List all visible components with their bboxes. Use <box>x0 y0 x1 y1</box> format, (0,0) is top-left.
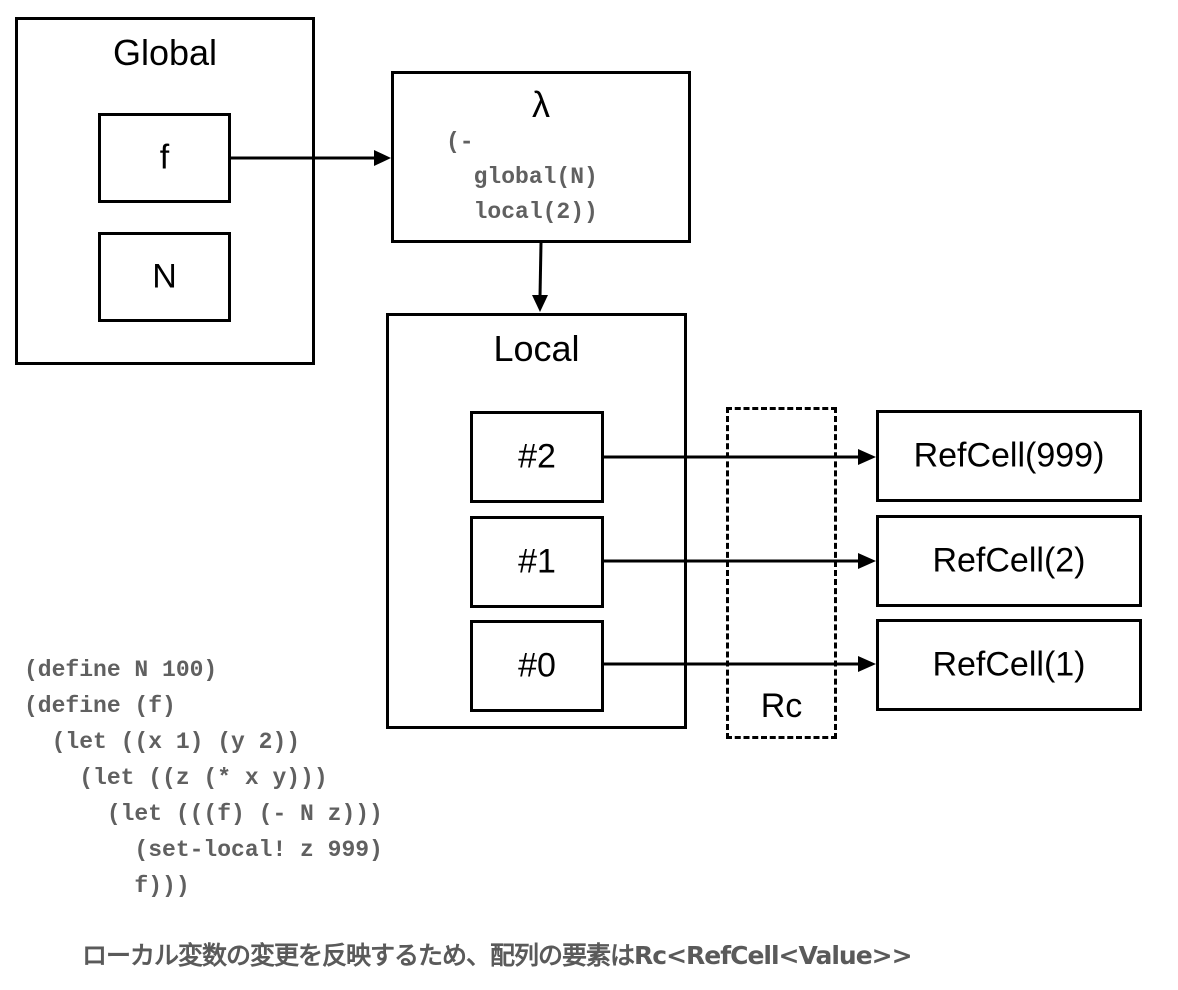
local-slot-0-label: #0 <box>518 646 556 685</box>
code-line: f))) <box>24 873 190 899</box>
refcell-1: RefCell(1) <box>876 619 1142 711</box>
global-cell-n-label: N <box>152 257 177 296</box>
code-line: (set-local! z 999) <box>24 837 383 863</box>
arrow-lambda-to-local <box>538 242 543 298</box>
arrowhead-f-to-lambda <box>374 150 391 166</box>
code-line: (define N 100) <box>24 657 218 683</box>
code-line: (let (((f) (- N z))) <box>24 801 383 827</box>
global-cell-f-label: f <box>159 138 170 177</box>
rc-label: Rc <box>760 687 803 725</box>
global-cell-f: f <box>98 113 231 203</box>
caption: ローカル変数の変更を反映するため、配列の要素はRc<RefCell<Value>… <box>82 941 913 970</box>
code-line: (let ((z (* x y))) <box>24 765 328 791</box>
arrowhead-slot1-to-refcell <box>858 553 876 569</box>
local-slot-1: #1 <box>470 516 604 608</box>
arrowhead-slot2-to-refcell <box>858 449 876 465</box>
arrowhead-lambda-to-local <box>532 295 548 312</box>
arrowhead-slot0-to-refcell <box>858 656 876 672</box>
local-slot-0: #0 <box>470 620 604 712</box>
lambda-symbol: λ <box>532 84 550 125</box>
global-title: Global <box>112 32 218 73</box>
local-slot-1-label: #1 <box>518 542 556 581</box>
refcell-999: RefCell(999) <box>876 410 1142 502</box>
code-line: (define (f) <box>24 693 176 719</box>
code-line: (let ((x 1) (y 2)) <box>24 729 301 755</box>
global-environment: Global f N <box>15 17 315 365</box>
rc-wrapper: Rc <box>726 407 837 739</box>
lambda-closure: λ (- global(N) local(2)) <box>391 71 691 243</box>
global-cell-n: N <box>98 232 231 322</box>
lambda-body-line: local(2)) <box>446 199 598 225</box>
lambda-body-line: global(N) <box>446 164 598 190</box>
local-slot-2-label: #2 <box>518 437 556 476</box>
local-title: Local <box>493 328 580 369</box>
lambda-body-line: (- <box>446 129 474 155</box>
refcell-999-label: RefCell(999) <box>913 436 1105 475</box>
refcell-1-label: RefCell(1) <box>932 645 1086 684</box>
local-environment: Local #2 #1 #0 <box>386 313 687 729</box>
refcell-2: RefCell(2) <box>876 515 1142 607</box>
local-slot-2: #2 <box>470 411 604 503</box>
refcell-2-label: RefCell(2) <box>932 541 1086 580</box>
